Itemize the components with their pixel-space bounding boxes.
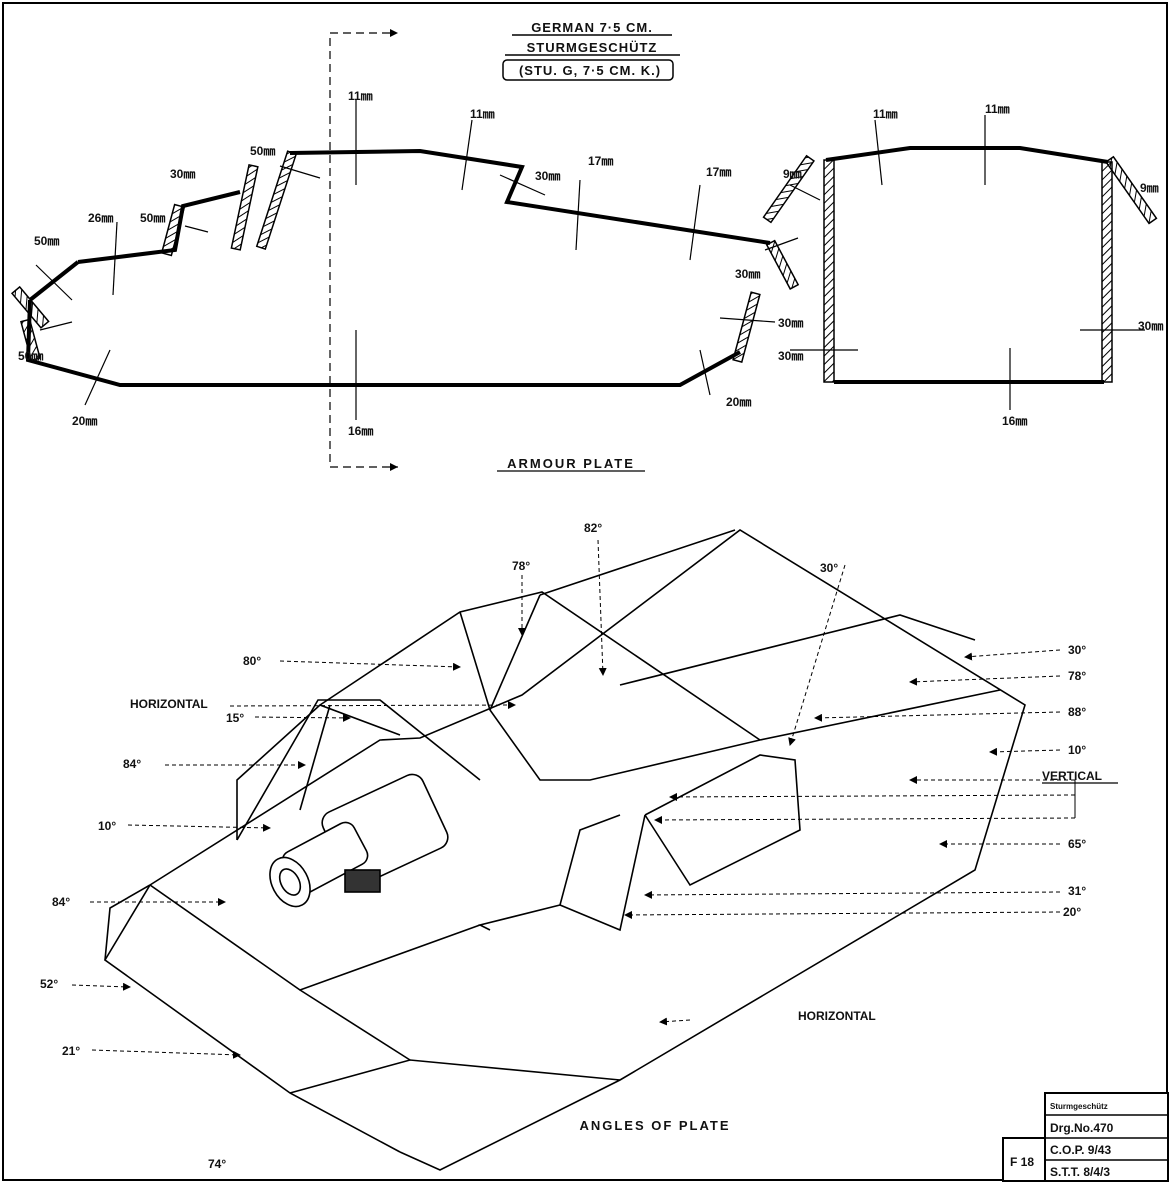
angle-10-left: 10° bbox=[98, 819, 116, 833]
label-step-50: 50㎜ bbox=[140, 211, 165, 225]
angle-78: 78° bbox=[512, 559, 530, 573]
angle-21: 21° bbox=[62, 1044, 80, 1058]
title-block-drg: Drg.No.470 bbox=[1050, 1121, 1114, 1135]
section-right-30: 30㎜ bbox=[1138, 319, 1163, 333]
title-block-header: GERMAN 7·5 CM. STURMGESCHÜTZ (STU. G, 7·… bbox=[502, 20, 680, 81]
angle-74: 74° bbox=[208, 1157, 226, 1171]
label-rear-step-30: 30㎜ bbox=[535, 169, 560, 183]
side-labels: 11㎜ 11㎜ 50㎜ 30㎜ 50㎜ 26㎜ 50㎜ 50㎜ 20㎜ 16㎜ … bbox=[18, 89, 803, 438]
label-rear-20: 20㎜ bbox=[726, 395, 751, 409]
label-belly-20: 20㎜ bbox=[72, 414, 97, 428]
gun-mantlet bbox=[269, 773, 449, 908]
angle-r65: 65° bbox=[1068, 837, 1086, 851]
title-block-cop: C.O.P. 9/43 bbox=[1050, 1143, 1111, 1157]
angle-labels: 82° 78° 30° 80° HORIZONTAL 15° 84° 10° 8… bbox=[40, 521, 1102, 1171]
angle-15: 15° bbox=[226, 711, 244, 725]
angle-r30: 30° bbox=[1068, 643, 1086, 657]
section-left-30: 30㎜ bbox=[778, 349, 803, 363]
title-block-ref: F 18 bbox=[1010, 1155, 1034, 1169]
section-right-9: 9㎜ bbox=[1140, 181, 1159, 195]
angle-arrows bbox=[71, 539, 1076, 1059]
angle-r31: 31° bbox=[1068, 884, 1086, 898]
section-roof-b: 11㎜ bbox=[985, 102, 1010, 116]
section-floor-16: 16㎜ bbox=[1002, 414, 1027, 428]
isometric-hull bbox=[103, 529, 1026, 1171]
horizontal-top: HORIZONTAL bbox=[130, 697, 208, 711]
label-belly-16: 16㎜ bbox=[348, 424, 373, 438]
angles-caption: ANGLES OF PLATE bbox=[579, 1118, 730, 1133]
cross-section bbox=[762, 146, 1158, 384]
label-top-front: 11㎜ bbox=[348, 89, 373, 103]
label-nose-50: 50㎜ bbox=[34, 234, 59, 248]
label-step-30: 30㎜ bbox=[170, 167, 195, 181]
drawing-title-block: Sturmgeschütz Drg.No.470 C.O.P. 9/43 S.T… bbox=[1002, 1092, 1169, 1182]
angle-r10: 10° bbox=[1068, 743, 1086, 757]
angle-r78: 78° bbox=[1068, 669, 1086, 683]
title-line-1: GERMAN 7·5 CM. bbox=[531, 20, 653, 35]
angle-r20: 20° bbox=[1063, 905, 1081, 919]
label-rear-30a: 30㎜ bbox=[735, 267, 760, 281]
side-dimension-arrows bbox=[35, 100, 799, 420]
vertical-label: VERTICAL bbox=[1042, 769, 1102, 783]
horizontal-bottom: HORIZONTAL bbox=[798, 1009, 876, 1023]
angle-r88: 88° bbox=[1068, 705, 1086, 719]
label-top-mid: 11㎜ bbox=[470, 107, 495, 121]
angle-30-top: 30° bbox=[820, 561, 838, 575]
angle-84-b: 84° bbox=[52, 895, 70, 909]
section-labels: 11㎜ 11㎜ 9㎜ 9㎜ 30㎜ 30㎜ 16㎜ bbox=[778, 102, 1163, 428]
label-upper-26: 26㎜ bbox=[88, 211, 113, 225]
side-armour-profile bbox=[10, 148, 800, 387]
section-dimension-arrows bbox=[789, 115, 1145, 410]
angle-52: 52° bbox=[40, 977, 58, 991]
section-left-9: 9㎜ bbox=[783, 167, 802, 181]
section-plane-line bbox=[329, 29, 398, 471]
label-rear-30b: 30㎜ bbox=[778, 316, 803, 330]
title-block-name: Sturmgeschütz bbox=[1050, 1102, 1108, 1111]
label-lower-50: 50㎜ bbox=[18, 349, 43, 363]
label-deck-17a: 17㎜ bbox=[588, 154, 613, 168]
title-block-stt: S.T.T. 8/4/3 bbox=[1050, 1165, 1110, 1179]
label-glacis-50: 50㎜ bbox=[250, 144, 275, 158]
title-line-3: (STU. G, 7·5 CM. K.) bbox=[519, 63, 661, 78]
armour-plate-caption: ARMOUR PLATE bbox=[507, 456, 635, 471]
section-roof-a: 11㎜ bbox=[873, 107, 898, 121]
angle-82: 82° bbox=[584, 521, 602, 535]
title-line-2: STURMGESCHÜTZ bbox=[527, 40, 658, 55]
angle-80: 80° bbox=[243, 654, 261, 668]
label-deck-17b: 17㎜ bbox=[706, 165, 731, 179]
angle-84-a: 84° bbox=[123, 757, 141, 771]
